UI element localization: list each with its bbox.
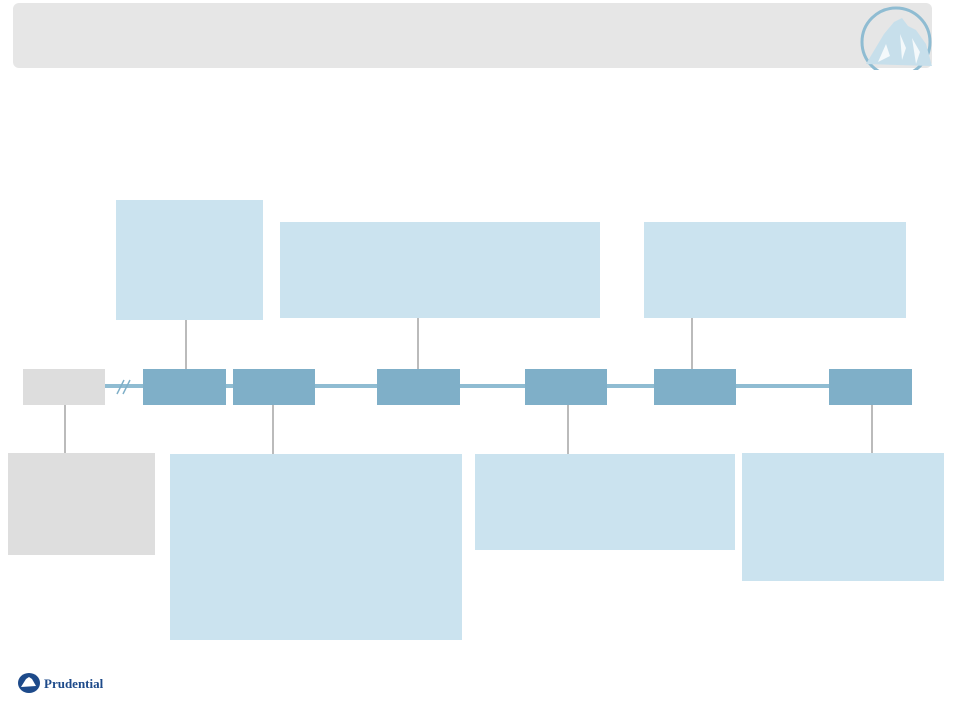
title-bar [13,3,932,68]
callout-bottom-1 [170,454,462,640]
timeline-node-1 [143,369,226,405]
timeline-node-2 [233,369,315,405]
prudential-logo-icon [18,673,40,693]
timeline-node-5 [654,369,736,405]
callout-top-2 [280,222,600,318]
prudential-brand-name: Prudential [44,676,104,691]
timeline-node-4 [525,369,607,405]
timeline-node-6 [829,369,912,405]
callout-top-3 [644,222,906,318]
callout-top-1 [116,200,263,320]
timeline-node-3 [377,369,460,405]
callout-bottom-2 [475,454,735,550]
callout-bottom-3 [742,453,944,581]
timeline-node-start [23,369,105,405]
callout-bottom-0 [8,453,155,555]
rock-of-gibraltar-icon [860,6,932,70]
